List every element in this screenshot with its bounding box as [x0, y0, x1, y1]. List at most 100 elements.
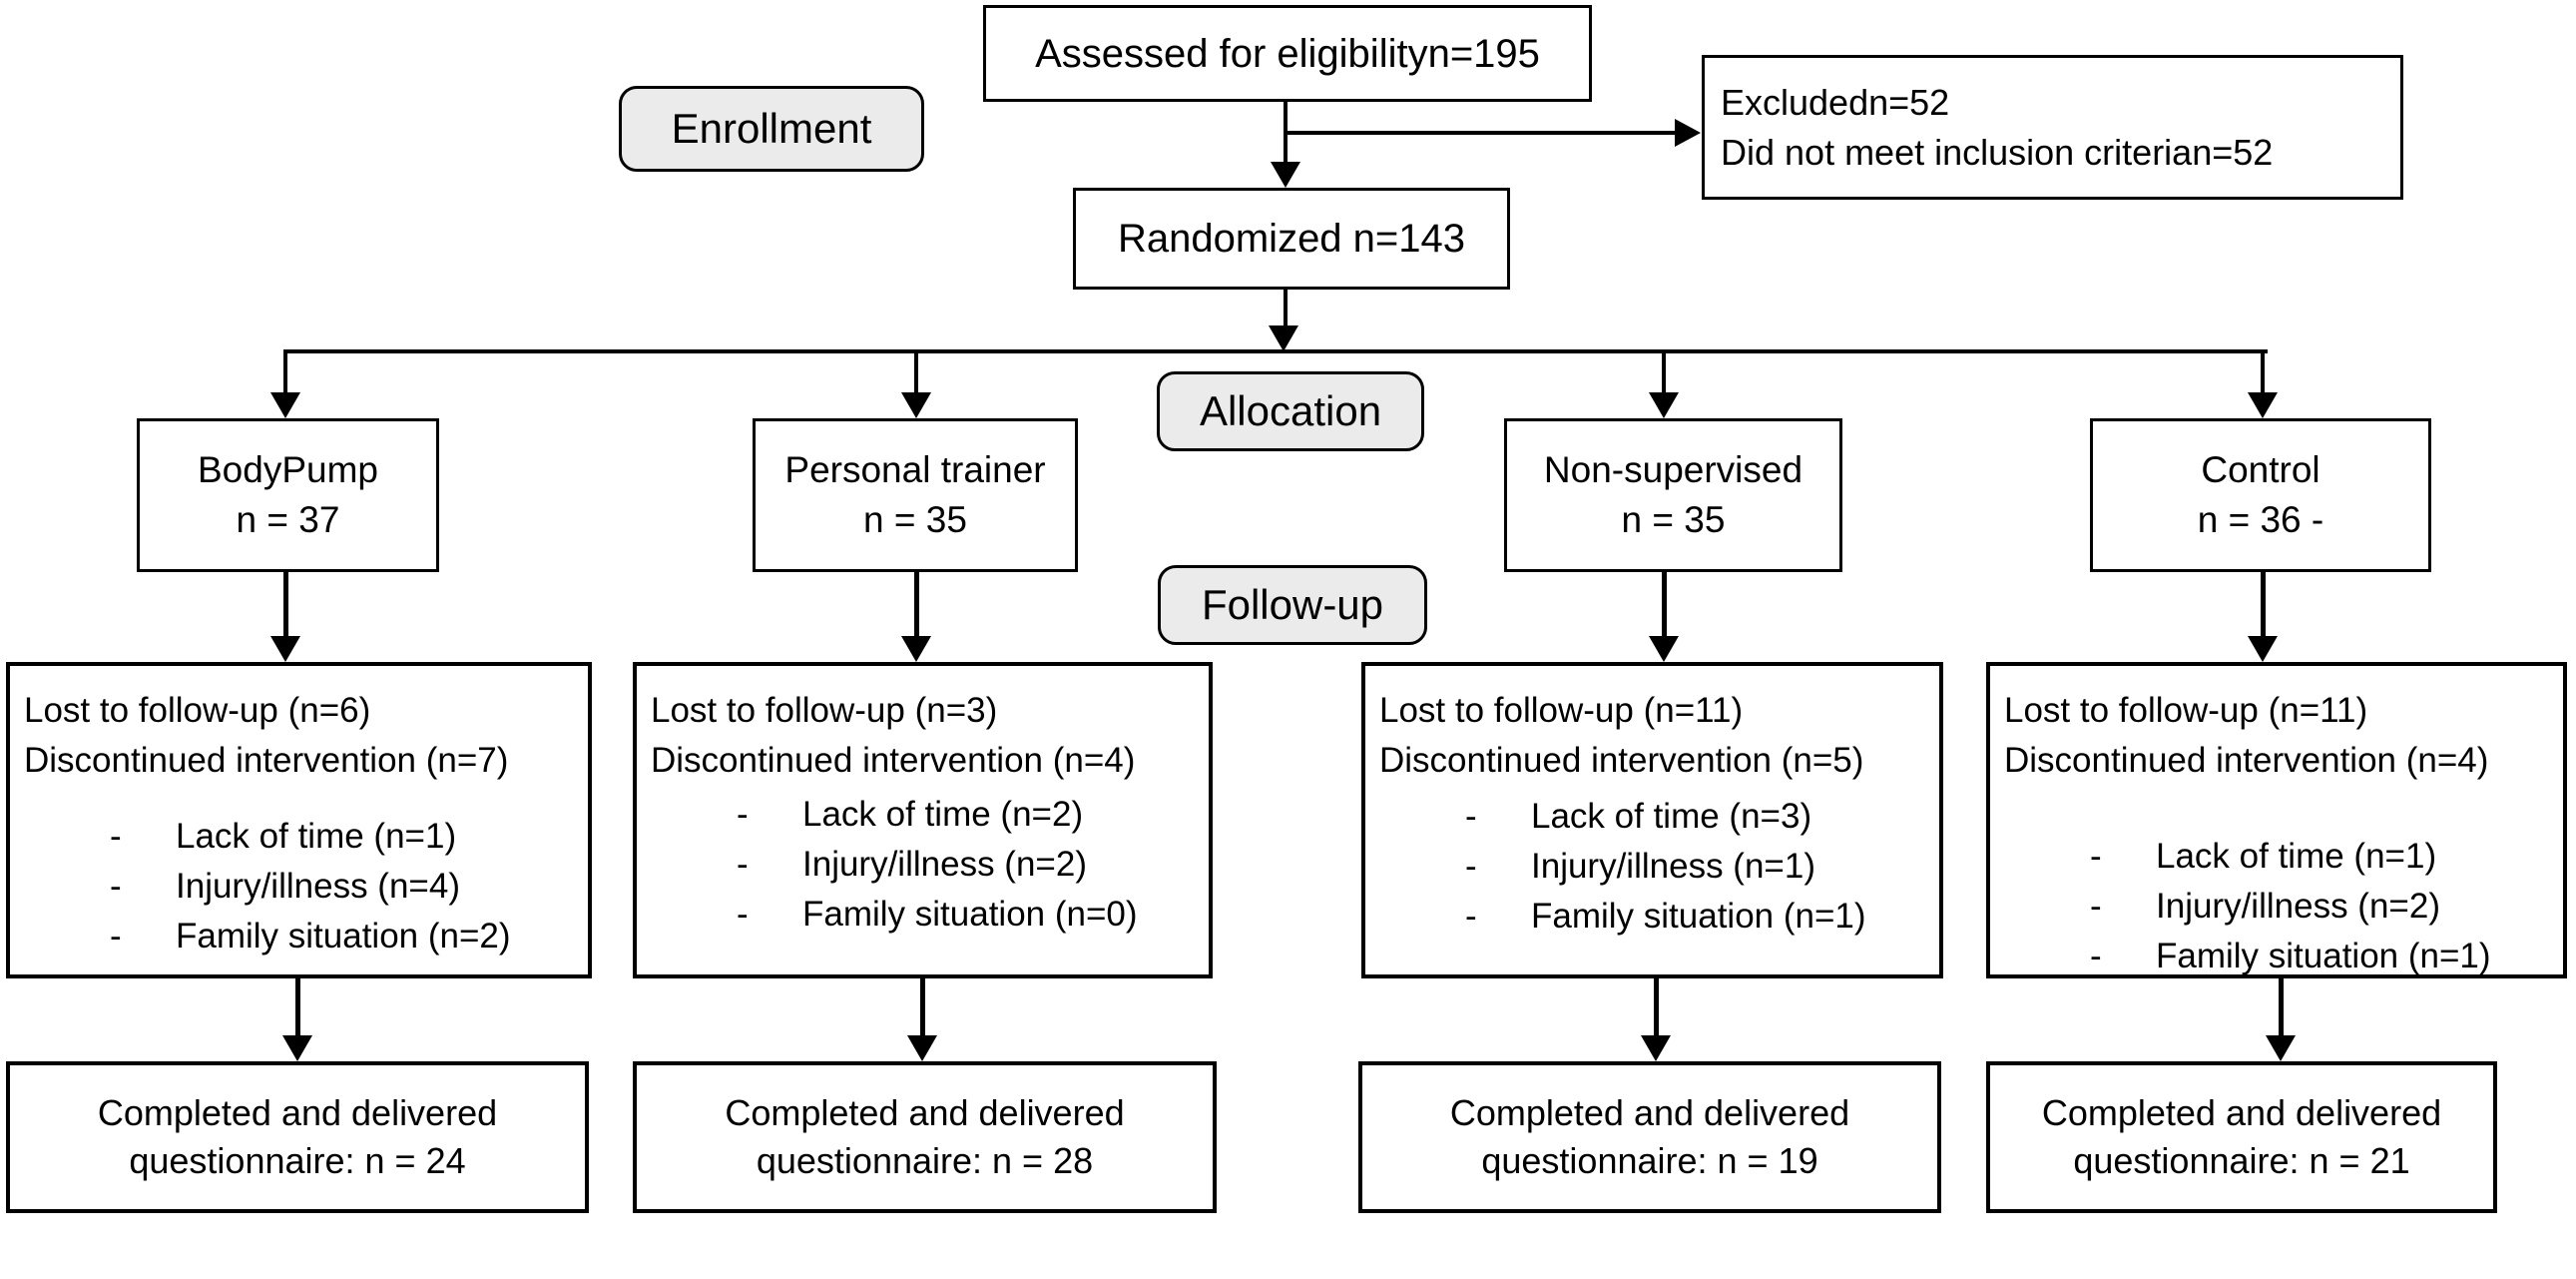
excluded-box: Excludedn=52 Did not meet inclusion crit… — [1702, 55, 2403, 200]
bullet-dash: - — [1465, 847, 1477, 886]
bullet-dash: - — [1465, 797, 1477, 836]
reason-text: Family situation (n=2) — [176, 917, 511, 956]
allocation-box-control: Control n = 36 - — [2090, 418, 2431, 572]
completed-line2: questionnaire: n = 21 — [2073, 1140, 2410, 1181]
group-n: n = 36 - — [2197, 499, 2324, 540]
drop-line-col2 — [914, 349, 918, 395]
bullet-dash: - — [2090, 887, 2102, 926]
line-alloc-to-followup-col4 — [2261, 572, 2266, 638]
bullet-dash: - — [2090, 837, 2102, 876]
arrowhead-col1 — [270, 392, 300, 418]
line-randomized-to-splitter — [1284, 290, 1288, 327]
line-followup-to-completed-col2 — [920, 978, 925, 1038]
completed-line1: Completed and delivered — [97, 1092, 498, 1133]
randomized-box: Randomized n=143 — [1073, 188, 1510, 290]
bullet-dash: - — [1465, 897, 1477, 936]
group-n: n = 35 — [1621, 499, 1726, 540]
arrowhead-into-excluded — [1675, 119, 1701, 147]
group-name: Non-supervised — [1543, 449, 1803, 490]
bullet-dash: - — [737, 795, 749, 834]
drop-line-col3 — [1662, 349, 1666, 395]
reason-item: - Injury/illness (n=2) — [2004, 882, 2561, 932]
drop-line-col1 — [283, 349, 287, 395]
allocation-box-personal-trainer: Personal trainer n = 35 — [753, 418, 1078, 572]
arrowhead-col4 — [2248, 392, 2278, 418]
excluded-line1: Excludedn=52 — [1721, 81, 1950, 123]
followup-stage-label: Follow-up — [1201, 581, 1384, 628]
arrowhead-col3 — [1649, 392, 1679, 418]
arrowhead-followup-col3 — [1649, 636, 1679, 662]
arrowhead-col2 — [901, 392, 931, 418]
reason-text: Lack of time (n=1) — [2156, 837, 2437, 876]
reason-text: Lack of time (n=3) — [1531, 797, 1812, 836]
arrowhead-completed-col1 — [282, 1035, 312, 1061]
completed-box-control: Completed and delivered questionnaire: n… — [1986, 1061, 2497, 1213]
followup-box-bodypump: Lost to follow-up (n=6) Discontinued int… — [6, 662, 592, 978]
reason-item: - Lack of time (n=3) — [1379, 792, 1937, 842]
bullet-dash: - — [110, 817, 122, 856]
arrowhead-completed-col4 — [2266, 1035, 2296, 1061]
reason-text: Family situation (n=1) — [1531, 897, 1866, 936]
arrowhead-completed-col3 — [1641, 1035, 1671, 1061]
lost-to-followup: Lost to follow-up (n=11) — [1379, 691, 1744, 730]
line-alloc-to-followup-col3 — [1662, 572, 1667, 638]
allocation-stage-label: Allocation — [1199, 387, 1382, 434]
arrowhead-into-randomized — [1271, 162, 1300, 188]
completed-line1: Completed and delivered — [2041, 1092, 2442, 1133]
lost-to-followup: Lost to follow-up (n=11) — [2004, 691, 2368, 730]
reason-item: - Lack of time (n=2) — [651, 790, 1207, 840]
reason-text: Injury/illness (n=4) — [176, 867, 460, 906]
completed-line2: questionnaire: n = 28 — [756, 1140, 1094, 1181]
reason-item: - Family situation (n=2) — [24, 912, 586, 961]
completed-line1: Completed and delivered — [725, 1092, 1125, 1133]
reason-item: - Lack of time (n=1) — [2004, 832, 2561, 882]
allocation-stage-pill: Allocation — [1157, 371, 1424, 451]
reason-text: Family situation (n=0) — [802, 895, 1138, 934]
line-alloc-to-followup-col2 — [914, 572, 919, 638]
reason-item: - Lack of time (n=1) — [24, 812, 586, 862]
bullet-dash: - — [110, 867, 122, 906]
completed-box-personal-trainer: Completed and delivered questionnaire: n… — [633, 1061, 1217, 1213]
line-followup-to-completed-col1 — [295, 978, 300, 1038]
arrowhead-followup-col2 — [901, 636, 931, 662]
allocation-splitter-line — [283, 349, 2268, 353]
completed-line2: questionnaire: n = 19 — [1481, 1140, 1818, 1181]
reason-item: - Family situation (n=0) — [651, 890, 1207, 940]
line-alloc-to-followup-col1 — [283, 572, 288, 638]
bullet-dash: - — [737, 895, 749, 934]
bullet-dash: - — [110, 917, 122, 956]
lost-to-followup: Lost to follow-up (n=3) — [651, 691, 998, 730]
group-n: n = 35 — [863, 499, 967, 540]
line-to-excluded — [1286, 131, 1675, 135]
group-n: n = 37 — [236, 499, 340, 540]
allocation-box-non-supervised: Non-supervised n = 35 — [1504, 418, 1842, 572]
bullet-dash: - — [737, 845, 749, 884]
completed-box-bodypump: Completed and delivered questionnaire: n… — [6, 1061, 589, 1213]
group-name: BodyPump — [198, 449, 378, 490]
randomized-text: Randomized n=143 — [1117, 217, 1466, 261]
drop-line-col4 — [2261, 349, 2265, 395]
followup-box-non-supervised: Lost to follow-up (n=11) Discontinued in… — [1361, 662, 1943, 978]
arrowhead-followup-col4 — [2248, 636, 2278, 662]
line-followup-to-completed-col4 — [2279, 978, 2284, 1038]
reason-item: - Family situation (n=1) — [1379, 892, 1937, 942]
arrowhead-followup-col1 — [270, 636, 300, 662]
reason-item: - Injury/illness (n=2) — [651, 840, 1207, 890]
arrowhead-onto-splitter — [1269, 325, 1298, 351]
allocation-box-bodypump: BodyPump n = 37 — [137, 418, 439, 572]
enrollment-stage-pill: Enrollment — [619, 86, 924, 172]
discontinued-intervention: Discontinued intervention (n=4) — [651, 741, 1136, 780]
bullet-dash: - — [2090, 937, 2102, 975]
completed-line1: Completed and delivered — [1449, 1092, 1850, 1133]
group-name: Control — [2201, 449, 2320, 490]
discontinued-intervention: Discontinued intervention (n=7) — [24, 741, 509, 780]
reason-text: Lack of time (n=1) — [176, 817, 457, 856]
assessed-eligibility-text: Assessed for eligibilityn=195 — [1035, 31, 1540, 76]
lost-to-followup: Lost to follow-up (n=6) — [24, 691, 371, 730]
arrowhead-completed-col2 — [907, 1035, 937, 1061]
reason-text: Family situation (n=1) — [2156, 937, 2491, 975]
line-followup-to-completed-col3 — [1654, 978, 1659, 1038]
reason-text: Lack of time (n=2) — [802, 795, 1084, 834]
followup-box-personal-trainer: Lost to follow-up (n=3) Discontinued int… — [633, 662, 1213, 978]
